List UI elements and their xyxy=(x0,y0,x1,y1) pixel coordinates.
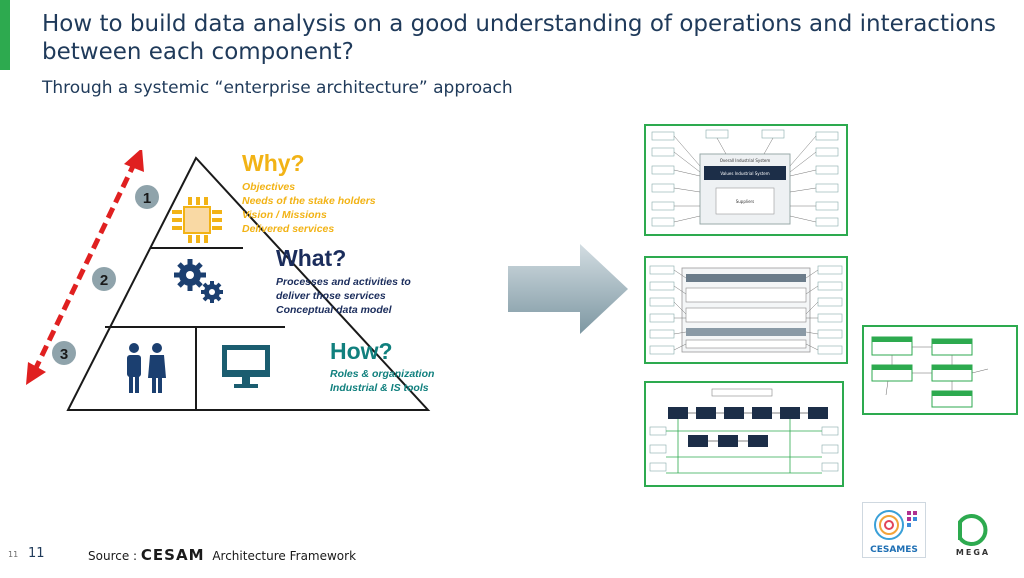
diagram-processes xyxy=(644,256,848,364)
page-number: 11 xyxy=(28,546,45,561)
diagram-context: Overall Industrial System Values Industr… xyxy=(644,124,848,236)
pyramid-diagram: 1 2 3 xyxy=(26,150,431,411)
svg-text:1: 1 xyxy=(143,190,151,207)
why-bullet: Objectives xyxy=(242,181,296,193)
why-bullet: Needs of the stake holders xyxy=(242,195,376,207)
why-bullet: Vision / Missions xyxy=(242,209,327,221)
what-bullet: Conceptual data model xyxy=(276,304,392,316)
what-bullet: Processes and activities to xyxy=(276,276,411,288)
how-bullets: Roles & organization Industrial & IS too… xyxy=(330,367,434,395)
chip-icon xyxy=(172,197,222,243)
diagram-organization xyxy=(644,381,844,487)
page-number-small: 11 xyxy=(8,550,19,559)
why-heading: Why? xyxy=(242,150,305,176)
people-icon xyxy=(127,343,166,393)
level-3-badge: 3 xyxy=(52,341,76,365)
what-bullets: Processes and activities to deliver thos… xyxy=(276,275,411,317)
slide-subtitle: Through a systemic “enterprise architect… xyxy=(42,78,513,98)
gears-icon xyxy=(174,259,223,303)
source-prefix: Source : xyxy=(88,549,138,563)
how-bullet: Industrial & IS tools xyxy=(330,382,429,394)
how-bullet: Roles & organization xyxy=(330,368,435,380)
red-double-arrow xyxy=(26,150,144,385)
monitor-icon xyxy=(222,345,270,388)
mega-logo-icon xyxy=(958,514,988,546)
source-caption: Source : CESAM Architecture Framework xyxy=(88,546,356,564)
slide-title: How to build data analysis on a good und… xyxy=(42,11,996,65)
title-accent-bar xyxy=(0,0,10,70)
level-1-badge: 1 xyxy=(135,185,159,209)
svg-text:2: 2 xyxy=(100,272,108,289)
cesam-brand: CESAM xyxy=(140,546,205,564)
why-bullets: Objectives Needs of the stake holders Vi… xyxy=(242,180,376,236)
svg-text:Overall Industrial System: Overall Industrial System xyxy=(720,158,771,163)
svg-text:3: 3 xyxy=(60,346,68,363)
source-suffix: Architecture Framework xyxy=(212,549,357,563)
mega-logo-label: MEGA xyxy=(955,548,991,557)
svg-text:Suppliers: Suppliers xyxy=(736,199,755,204)
cesames-logo: CESAMES xyxy=(862,502,926,558)
level-2-badge: 2 xyxy=(92,267,116,291)
how-heading: How? xyxy=(330,338,393,364)
big-arrow-icon xyxy=(508,244,628,334)
cesames-logo-label: CESAMES xyxy=(870,545,918,555)
what-heading: What? xyxy=(276,245,347,271)
svg-text:Values Industrial System: Values Industrial System xyxy=(720,171,769,176)
why-bullet: Delivered services xyxy=(242,223,335,235)
what-bullet: deliver those services xyxy=(276,290,386,302)
diagram-data-model xyxy=(862,325,1018,415)
